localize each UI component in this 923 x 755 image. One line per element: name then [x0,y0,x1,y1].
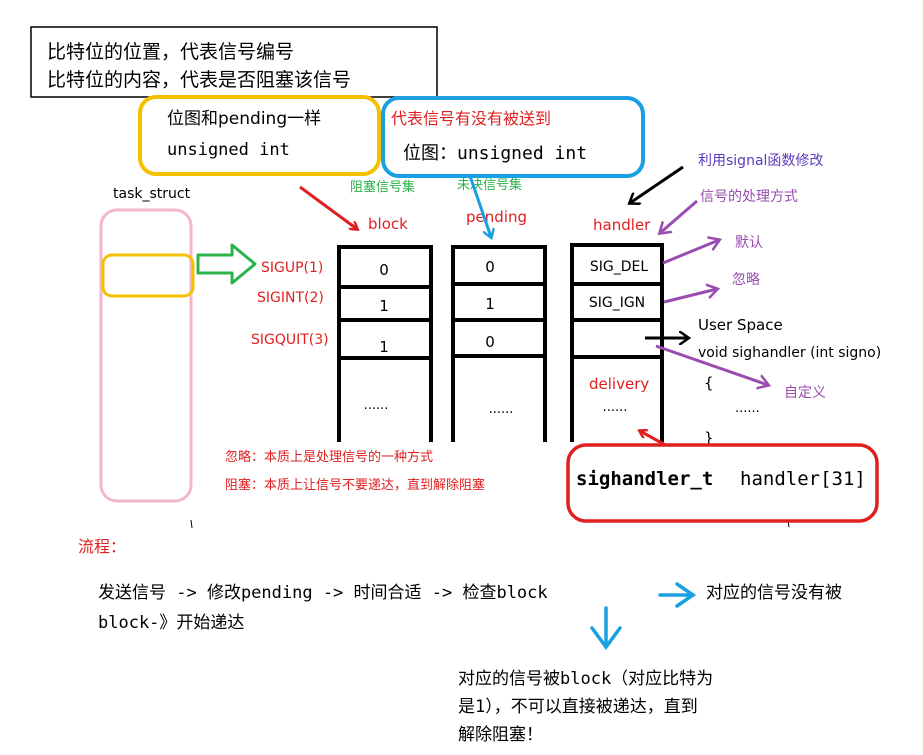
block-note-line1: 位图和pending一样 [167,109,321,129]
handler-cell: SIG_IGN [589,295,645,311]
flow-blocked-line1: 对应的信号被block（对应比特为 [458,669,713,689]
bitmap-note-box: 比特位的位置，代表信号编号 比特位的内容，代表是否阻塞该信号 [30,26,438,98]
flow-line1-right: 对应的信号没有被 [706,583,842,603]
block-note-box: 位图和pending一样 unsigned int [138,95,381,176]
ignore-label: 忽略 [732,272,760,288]
bitmap-note-line2: 比特位的内容，代表是否阻塞该信号 [47,69,351,91]
block-cell: 0 [379,261,389,279]
signal-label: SIGUP(1) [261,260,323,276]
signal-label: SIGINT(2) [257,290,324,306]
flow-arrow-right-icon [658,582,697,608]
custom-label: 自定义 [784,385,826,401]
green-arrow-icon [196,243,257,285]
delivery-label: delivery [589,375,649,393]
pending-table [451,245,547,442]
block-cell: 1 [379,297,389,315]
arrow-modify [660,199,698,233]
flow-arrow-down-icon [590,606,622,650]
handler-ellipsis: ...... [603,400,628,415]
pending-cell: 0 [485,333,495,351]
flow-line2: block-》开始递达 [98,613,244,633]
arrow-to-block [299,185,357,229]
arrow-custom [655,344,768,385]
arrow-to-pending [468,175,491,237]
arrow-ignore [663,289,717,304]
pending-cell: 0 [485,258,495,276]
handler-array-name: handler[31] [740,468,866,490]
flow-blocked-line2: 是1），不可以直接被递达，直到 [458,697,698,717]
handler-title: handler [593,216,651,234]
block-ellipsis: ...... [364,398,389,413]
modify-note: 利用signal函数修改 [698,153,823,169]
pending-note-line2: 位图：unsigned int [403,143,587,164]
arrow-default [662,240,719,265]
left-tick [190,519,193,529]
pending-title: pending [466,208,527,226]
pending-ellipsis: ...... [489,402,514,417]
block-table [337,245,433,442]
handler-array-type: sighandler_t [576,468,713,490]
block-cell: 1 [379,338,389,356]
brace-open: { [704,374,714,392]
sighandler-body: ...... [735,401,760,416]
user-space-title: User Space [698,316,783,334]
pending-note-box: 代表信号有没有被送到 位图：unsigned int [381,96,645,178]
handler-cell: SIG_DEL [590,259,648,275]
task-struct-field-highlight [101,253,195,298]
handling-note: 信号的处理方式 [700,189,798,205]
task-struct-label: task_struct [113,186,191,202]
arrow-to-handler [630,165,684,203]
ignore-explanation: 忽略：本质上是处理信号的一种方式 [225,449,433,465]
handler-array-box: sighandler_t handler[31] [566,443,879,523]
block-note-line2: unsigned int [167,140,290,160]
block-title: block [368,215,408,233]
flow-blocked-line3: 解除阻塞！ [458,725,543,745]
brace-close: } [704,429,714,447]
block-set-label: 阻塞信号集 [350,179,415,195]
task-struct-box [99,208,193,503]
flow-line1: 发送信号 -> 修改pending -> 时间合适 -> 检查block [98,583,548,603]
sighandler-signature: void sighandler (int signo) [698,345,881,361]
bitmap-note-line1: 比特位的位置，代表信号编号 [47,41,294,63]
pending-set-label: 未决信号集 [457,177,522,193]
handler-table [570,243,664,442]
flow-title: 流程： [78,537,126,556]
pending-cell: 1 [485,295,495,313]
pending-note-line1: 代表信号有没有被送到 [391,109,551,128]
signal-label: SIGQUIT(3) [251,332,329,348]
default-label: 默认 [735,235,763,251]
block-explanation: 阻塞：本质上让信号不要递达，直到解除阻塞 [225,477,485,493]
